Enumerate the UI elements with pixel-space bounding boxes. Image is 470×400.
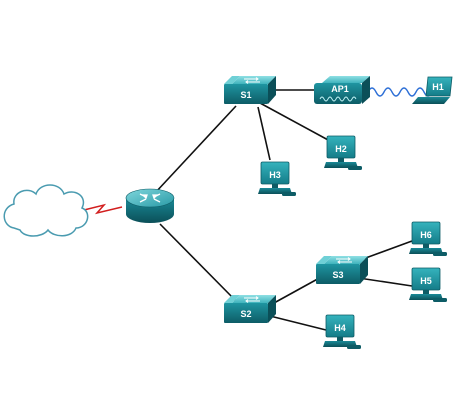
host-h5[interactable]: H5 [409, 267, 447, 302]
link-s2-h4 [269, 315, 327, 331]
host-h1-label: H1 [432, 82, 444, 92]
host-h6-label: H6 [420, 230, 432, 240]
host-h1-laptop[interactable]: H1 [412, 76, 453, 104]
link-s1-h2 [259, 102, 331, 142]
host-h3[interactable]: H3 [258, 161, 296, 196]
host-h2-label: H2 [335, 144, 347, 154]
router-icon[interactable] [125, 188, 175, 223]
host-h6[interactable]: H6 [409, 221, 447, 256]
host-h4-label: H4 [334, 323, 346, 333]
switch-s3-label: S3 [332, 270, 343, 280]
links [83, 87, 441, 331]
link-router-s1 [154, 105, 237, 194]
serial-link-cloud-router [83, 203, 123, 215]
cloud-icon [3, 184, 89, 237]
switch-s2-label: S2 [240, 309, 251, 319]
switch-s1-label: S1 [240, 90, 251, 100]
access-point-ap1-label: AP1 [331, 84, 349, 94]
switch-s1[interactable]: S1 [224, 76, 276, 104]
host-h4[interactable]: H4 [323, 314, 361, 349]
link-router-s2 [159, 223, 237, 302]
access-point-ap1[interactable]: AP1 [314, 76, 370, 104]
host-h2[interactable]: H2 [324, 135, 362, 170]
switch-s3[interactable]: S3 [316, 256, 368, 284]
link-s2-s3 [273, 275, 324, 304]
switch-s2[interactable]: S2 [224, 295, 276, 323]
link-s1-h3 [257, 106, 271, 161]
host-h3-label: H3 [269, 170, 281, 180]
host-h5-label: H5 [420, 276, 432, 286]
